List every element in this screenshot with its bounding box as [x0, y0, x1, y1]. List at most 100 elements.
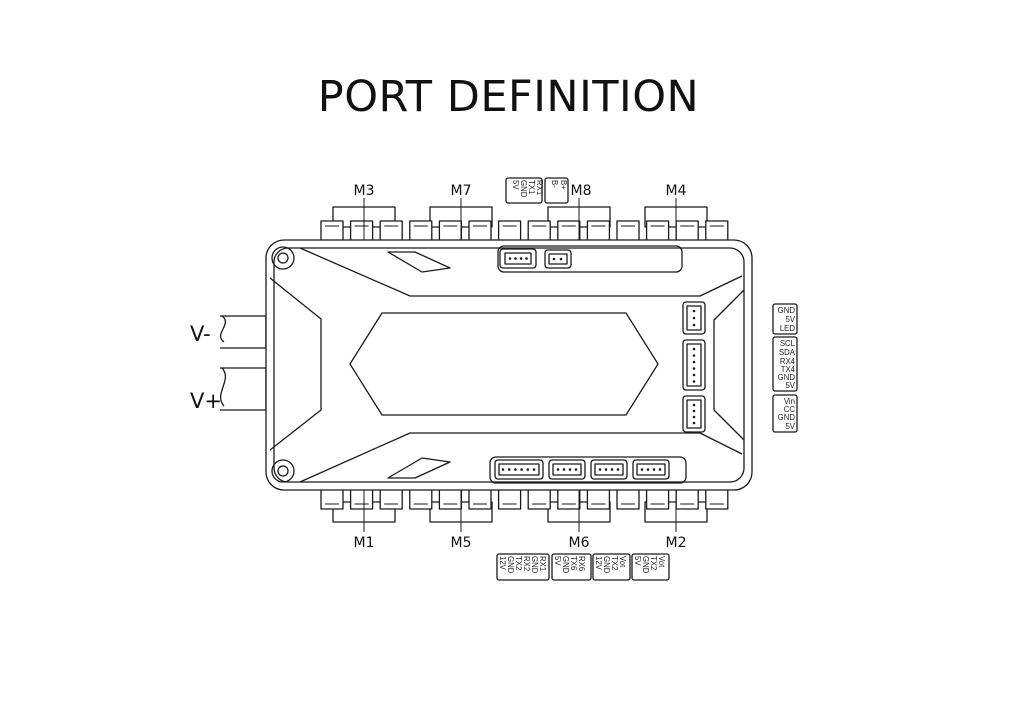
pin-label: 5V — [633, 556, 642, 566]
connector-pin — [692, 323, 696, 327]
board-connectors — [494, 248, 706, 480]
pin-label: TX6 — [569, 556, 578, 570]
terminal-tooth — [616, 220, 640, 243]
terminal-tooth — [349, 220, 374, 243]
connector-pin — [692, 403, 696, 407]
connector-pin — [574, 468, 578, 471]
connector-pin — [692, 380, 696, 383]
pin-label: RX2 — [522, 556, 531, 571]
connector-pin — [652, 468, 656, 471]
page-title: PORT DEFINITION — [317, 72, 700, 122]
connector-pin — [692, 415, 696, 419]
connector-pin — [692, 373, 696, 377]
pin-label: GND — [778, 413, 796, 422]
pin-label: TX2 — [610, 556, 619, 570]
pin-labels-top-uart: 5V GND TX1 RX1 — [511, 180, 544, 198]
pin-label: GND — [641, 556, 650, 574]
pin-labels-right-led: GND 5V LED — [778, 306, 796, 333]
motor-label-m2: M2 — [666, 535, 687, 551]
connector-pin — [568, 468, 572, 471]
connector-pin — [562, 468, 566, 471]
pin-label: GND — [530, 556, 539, 574]
bottom-terminal-strip — [320, 487, 729, 523]
terminal-tooth — [705, 220, 729, 243]
connector-pin — [658, 468, 662, 471]
pin-label: 12V — [498, 556, 507, 571]
pin-label: RX1 — [535, 180, 544, 195]
motor-labels: M3 M7 M8 M4 M1 M5 M6 M2 — [354, 183, 687, 551]
connector-pin — [692, 360, 696, 364]
connector-pin — [520, 468, 523, 471]
terminal-tooth — [586, 220, 611, 243]
connector-pin — [532, 468, 536, 471]
power-label-negative: V- — [190, 322, 211, 346]
terminal-tooth — [616, 487, 640, 510]
terminal-tooth — [468, 487, 492, 510]
terminal-tooth — [527, 220, 551, 243]
pin-label: Vot — [657, 556, 666, 568]
pin-label-boxes — [496, 177, 798, 581]
terminal-tooth — [557, 220, 581, 243]
connector-pin — [508, 257, 512, 260]
pin-label: SCL — [780, 339, 796, 348]
connector-pin — [692, 409, 696, 413]
connector-pin — [616, 468, 620, 471]
pin-label: 5V — [785, 315, 795, 324]
connector-pin — [501, 468, 505, 471]
pin-label: LED — [780, 324, 796, 333]
terminal-tooth — [675, 487, 699, 510]
pin-labels-bottom-4: 5V GND TX2 Vot — [633, 556, 666, 574]
pin-labels-bottom-2: 5V GND TX6 RX6 — [553, 556, 586, 574]
terminal-tooth — [497, 220, 522, 243]
connector-pin — [692, 316, 696, 320]
pin-label: GND — [602, 556, 611, 574]
connector-pin — [610, 468, 614, 471]
connector-pin — [525, 257, 528, 260]
pin-label: 5V — [785, 381, 795, 390]
pin-label: GND — [778, 373, 796, 382]
pin-labels-right-current: Vin CC GND 5V — [778, 397, 796, 431]
connector-pin — [692, 354, 696, 357]
pin-label: GND — [778, 306, 796, 315]
terminal-tooth — [320, 220, 344, 243]
pin-label: TX1 — [527, 180, 536, 194]
motor-label-m3: M3 — [354, 183, 375, 199]
pin-label: 5V — [553, 556, 562, 566]
pin-label: 5V — [511, 180, 520, 190]
terminal-tooth — [320, 487, 344, 510]
connector-pin — [514, 257, 517, 260]
top-terminal-strip — [320, 206, 729, 243]
pin-label: Vot — [618, 556, 627, 568]
pin-label: TX2 — [514, 556, 523, 570]
pin-label: TX2 — [649, 556, 658, 570]
connector-pin — [559, 257, 563, 261]
terminal-tooth — [527, 487, 551, 510]
connector-pin — [604, 468, 608, 471]
connector-pin — [556, 468, 560, 471]
terminal-tooth — [379, 220, 403, 243]
terminal-tooth — [468, 220, 492, 243]
terminal-tooth — [705, 487, 729, 510]
pin-label: B- — [550, 180, 559, 188]
connector-pin — [692, 421, 696, 425]
connector-pin — [507, 468, 511, 471]
pin-label: GND — [506, 556, 515, 574]
motor-label-m7: M7 — [451, 183, 472, 199]
connector-pin — [519, 257, 523, 260]
connector-pin — [552, 257, 556, 261]
motor-label-m5: M5 — [451, 535, 472, 551]
terminal-tooth — [497, 487, 522, 510]
connector-pin — [692, 347, 696, 351]
motor-label-m1: M1 — [354, 535, 375, 551]
power-terminal — [219, 315, 267, 411]
connector-pin — [640, 468, 644, 471]
pin-label: CC — [784, 405, 796, 414]
pin-labels-bottom-3: 12V GND TX2 Vot — [594, 556, 627, 574]
pin-label: GND — [561, 556, 570, 574]
connector-pin — [692, 367, 696, 370]
motor-label-m8: M8 — [571, 183, 592, 199]
terminal-tooth — [557, 487, 581, 510]
connector-pin — [692, 309, 696, 313]
pin-label: TX4 — [781, 365, 796, 374]
terminal-tooth — [379, 487, 403, 510]
